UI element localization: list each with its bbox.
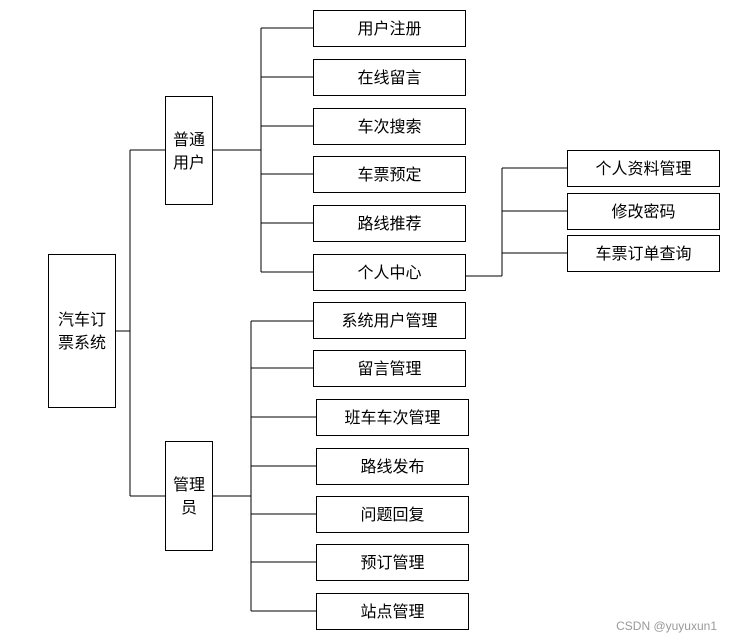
node-booking-manage: 预订管理 <box>316 544 469 581</box>
node-order-query: 车票订单查询 <box>567 235 720 272</box>
node-route-recommend: 路线推荐 <box>313 205 466 242</box>
root-label: 汽车订 票系统 <box>57 310 106 352</box>
node-question-reply: 问题回复 <box>316 496 469 533</box>
node-online-message: 在线留言 <box>313 59 466 96</box>
node-route-publish: 路线发布 <box>316 448 469 485</box>
group-admin: 管理 员 <box>165 441 213 551</box>
node-system-user-manage: 系统用户管理 <box>313 302 466 339</box>
node-profile-manage: 个人资料管理 <box>567 150 720 187</box>
group-normal-user: 普通 用户 <box>165 96 213 205</box>
group-normal-user-label: 普通 用户 <box>172 129 205 172</box>
node-change-password: 修改密码 <box>567 193 720 230</box>
node-personal-center: 个人中心 <box>313 254 466 291</box>
watermark: CSDN @yuyuxun1 <box>616 619 717 633</box>
node-bus-trip-manage: 班车车次管理 <box>316 399 469 436</box>
group-admin-label: 管理 员 <box>172 475 205 517</box>
node-user-register: 用户注册 <box>313 10 466 47</box>
node-trip-search: 车次搜索 <box>313 108 466 145</box>
node-ticket-booking: 车票预定 <box>313 156 466 193</box>
node-message-manage: 留言管理 <box>313 350 466 387</box>
node-station-manage: 站点管理 <box>316 593 469 630</box>
root-node: 汽车订 票系统 <box>48 254 116 408</box>
